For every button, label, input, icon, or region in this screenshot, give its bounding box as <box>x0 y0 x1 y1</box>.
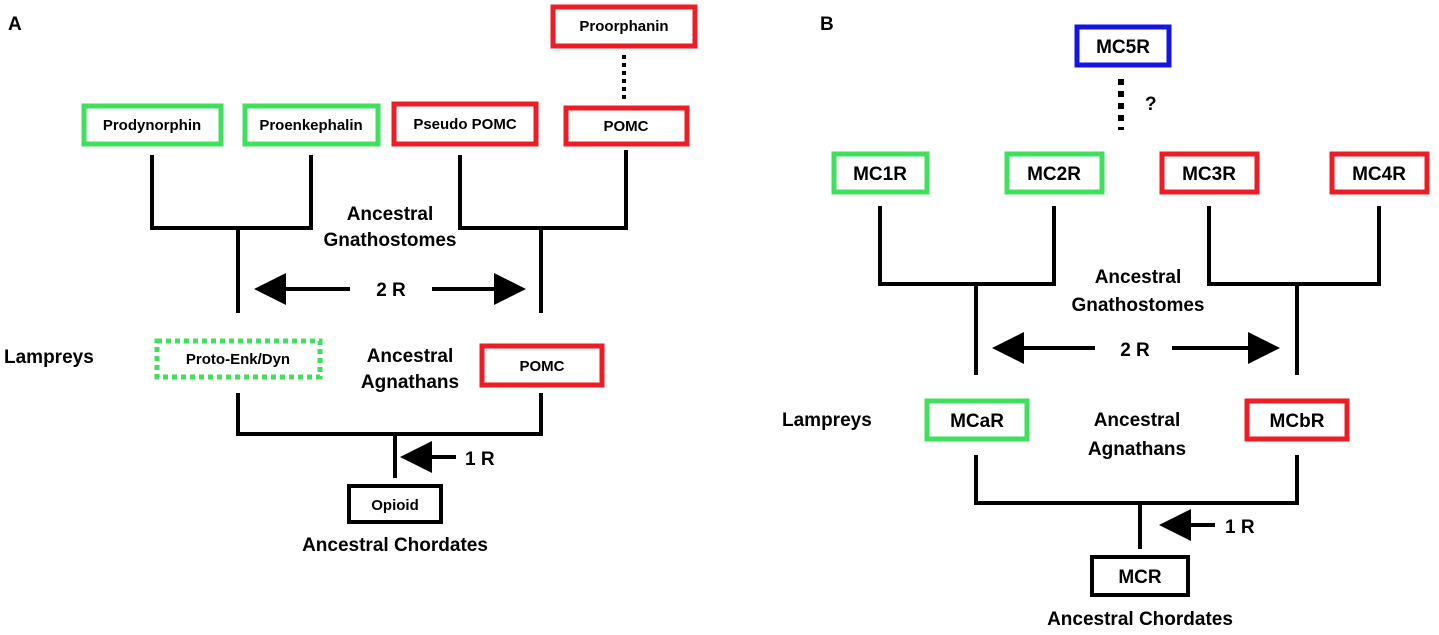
b-gnathostomes-label-line2: Gnathostomes <box>1071 295 1204 316</box>
pseudo-pomc-box: Pseudo POMC <box>391 101 539 147</box>
mcbr-box: MCbR <box>1244 398 1350 442</box>
mc3r-label: MC3R <box>1182 164 1236 185</box>
mc2r-box: MC2R <box>1004 151 1105 195</box>
mc4r-box: MC4R <box>1329 151 1430 195</box>
proorphanin-label: Proorphanin <box>579 18 668 35</box>
proenkephalin-box: Proenkephalin <box>242 103 381 147</box>
prodynorphin-label: Prodynorphin <box>103 117 201 134</box>
mc5r-box: MC5R <box>1074 24 1172 68</box>
panel-b-tree-lines <box>878 79 1381 549</box>
opioid-label: Opioid <box>371 497 419 514</box>
b-lampreys-label: Lampreys <box>782 410 872 431</box>
b-gnathostomes-label-line1: Ancestral <box>1095 267 1182 288</box>
mc4r-label: MC4R <box>1352 164 1406 185</box>
b-agnathans-label-line1: Ancestral <box>1094 410 1181 431</box>
pomc-mid-label: POMC <box>520 358 565 375</box>
panel-b-letter: B <box>820 14 834 35</box>
opioid-box: Opioid <box>347 484 443 524</box>
b-one-r-label: 1 R <box>1225 517 1255 538</box>
mcar-label: MCaR <box>950 411 1004 432</box>
b-agnathans-label-line2: Agnathans <box>1088 439 1186 460</box>
panel-a: A Proorphanin Prodynorphin Proenkephalin… <box>4 4 698 556</box>
mc5r-label: MC5R <box>1096 37 1150 58</box>
gnathostomes-label-line1: Ancestral <box>347 204 434 225</box>
prodynorphin-box: Prodynorphin <box>81 103 224 147</box>
lampreys-label: Lampreys <box>4 347 94 368</box>
b-two-r-label: 2 R <box>1120 340 1150 361</box>
mcbr-label: MCbR <box>1270 411 1325 432</box>
chordates-label: Ancestral Chordates <box>302 535 488 556</box>
b-chordates-label: Ancestral Chordates <box>1047 609 1233 630</box>
agnathans-label-line2: Agnathans <box>361 372 459 393</box>
pomc-top-label: POMC <box>604 118 649 135</box>
two-r-label: 2 R <box>376 280 406 301</box>
panel-a-tree-lines <box>150 55 628 478</box>
mc1r-label: MC1R <box>853 164 907 185</box>
proorphanin-box: Proorphanin <box>550 4 698 49</box>
one-r-label: 1 R <box>465 449 495 470</box>
mc1r-box: MC1R <box>831 151 930 195</box>
mc3r-box: MC3R <box>1159 151 1260 195</box>
mcar-box: MCaR <box>924 398 1030 442</box>
mcr-label: MCR <box>1118 567 1162 588</box>
mcr-box: MCR <box>1090 555 1190 597</box>
mc2r-label: MC2R <box>1027 164 1081 185</box>
pomc-top-box: POMC <box>563 105 690 147</box>
panel-b: B MC5R MC1R MC2R MC3R MC4R MCaR MCbR <box>782 14 1430 630</box>
panel-a-letter: A <box>8 14 22 35</box>
proto-enk-dyn-label: Proto-Enk/Dyn <box>186 351 290 368</box>
pseudo-pomc-label: Pseudo POMC <box>413 116 517 133</box>
agnathans-label-line1: Ancestral <box>367 346 454 367</box>
proto-enk-dyn-box: Proto-Enk/Dyn <box>154 338 323 380</box>
gnathostomes-label-line2: Gnathostomes <box>323 230 456 251</box>
mc5r-question-label: ? <box>1145 94 1157 115</box>
pomc-mid-box: POMC <box>479 343 605 388</box>
proenkephalin-label: Proenkephalin <box>259 117 362 134</box>
